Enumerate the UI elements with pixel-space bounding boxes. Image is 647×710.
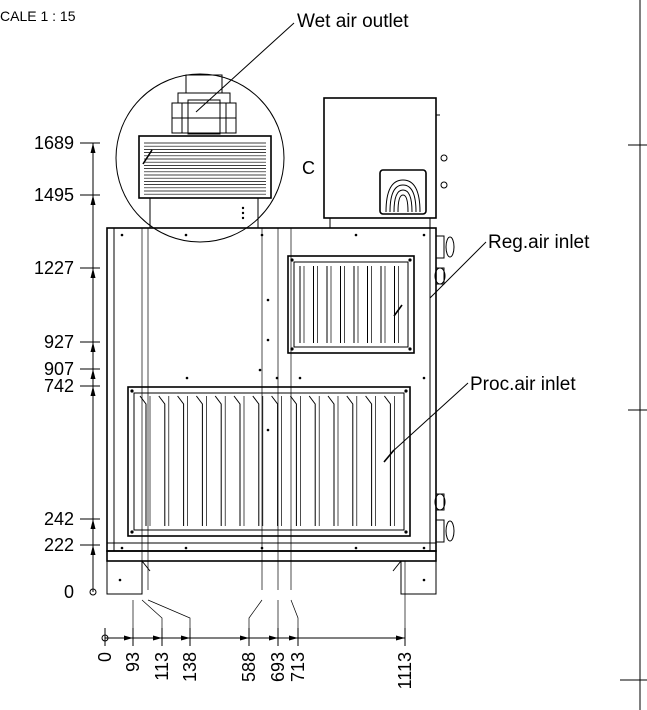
vertical-dim-arrow — [90, 545, 96, 555]
horizontal-dim-arrow — [153, 635, 162, 641]
vertical-dim-label: 927 — [44, 332, 74, 352]
reg-air-inlet-label: Reg.air inlet — [488, 232, 590, 253]
vertical-dim-label: 1227 — [34, 258, 74, 278]
horizontal-dim-label: 713 — [288, 652, 308, 682]
wet-air-fan-unit — [138, 74, 272, 228]
horizontal-dim-label: 693 — [268, 652, 288, 682]
horizontal-dim-arrow — [124, 635, 133, 641]
horizontal-dim-arrow — [240, 635, 249, 641]
horizontal-dim-arrow — [181, 635, 190, 641]
main-unit-body — [106, 227, 437, 595]
vertical-dim-arrow — [90, 268, 96, 278]
vertical-dim-label: 242 — [44, 509, 74, 529]
vertical-dim-arrow — [90, 195, 96, 205]
door-handles — [434, 235, 455, 543]
vertical-dim-arrow — [90, 342, 96, 352]
horizontal-dim-leader — [147, 599, 191, 628]
horizontal-dim-leader — [141, 599, 163, 628]
reg-air-inlet-panel — [287, 255, 415, 354]
horizontal-dim-label: 113 — [152, 652, 172, 681]
vertical-dim-label: 1495 — [34, 185, 74, 205]
vertical-dim-arrow — [90, 386, 96, 396]
detail-circle-c — [115, 73, 285, 243]
horizontal-dim-arrow — [396, 635, 405, 641]
horizontal-dim-label: 0 — [95, 652, 115, 662]
vertical-dim-arrow — [90, 369, 96, 379]
title-block-border — [620, 0, 647, 710]
horizontal-dim-leader — [248, 599, 263, 628]
proc-air-inlet-label: Proc.air inlet — [470, 374, 576, 395]
horizontal-dim-label: 1113 — [395, 652, 415, 689]
vertical-dim-label: 742 — [44, 376, 74, 396]
callout-leaders — [142, 22, 487, 463]
vertical-dim-label: 1689 — [34, 133, 74, 153]
vertical-dim-label: 0 — [64, 582, 74, 602]
horizontal-dim-arrow — [289, 635, 298, 641]
wet-air-outlet-label: Wet air outlet — [297, 11, 409, 32]
body-screws — [120, 233, 426, 550]
vertical-dim-arrow — [90, 519, 96, 529]
vertical-dim-label: 222 — [44, 535, 74, 555]
horizontal-dim-label: 138 — [180, 652, 200, 682]
horizontal-dim-leader — [290, 599, 299, 628]
cabinet-vent-icon — [385, 179, 421, 213]
control-cabinet — [323, 97, 448, 228]
horizontal-dim-label: 588 — [239, 652, 259, 682]
scale-label: CALE 1 : 15 — [0, 8, 76, 24]
horizontal-dim-label: 93 — [123, 652, 143, 672]
vertical-dim-arrow — [90, 143, 96, 153]
horizontal-dim-arrow — [269, 635, 278, 641]
proc-air-inlet-panel — [127, 386, 411, 537]
detail-c-label: C — [302, 158, 315, 178]
vertical-dim-label: 907 — [44, 359, 74, 379]
